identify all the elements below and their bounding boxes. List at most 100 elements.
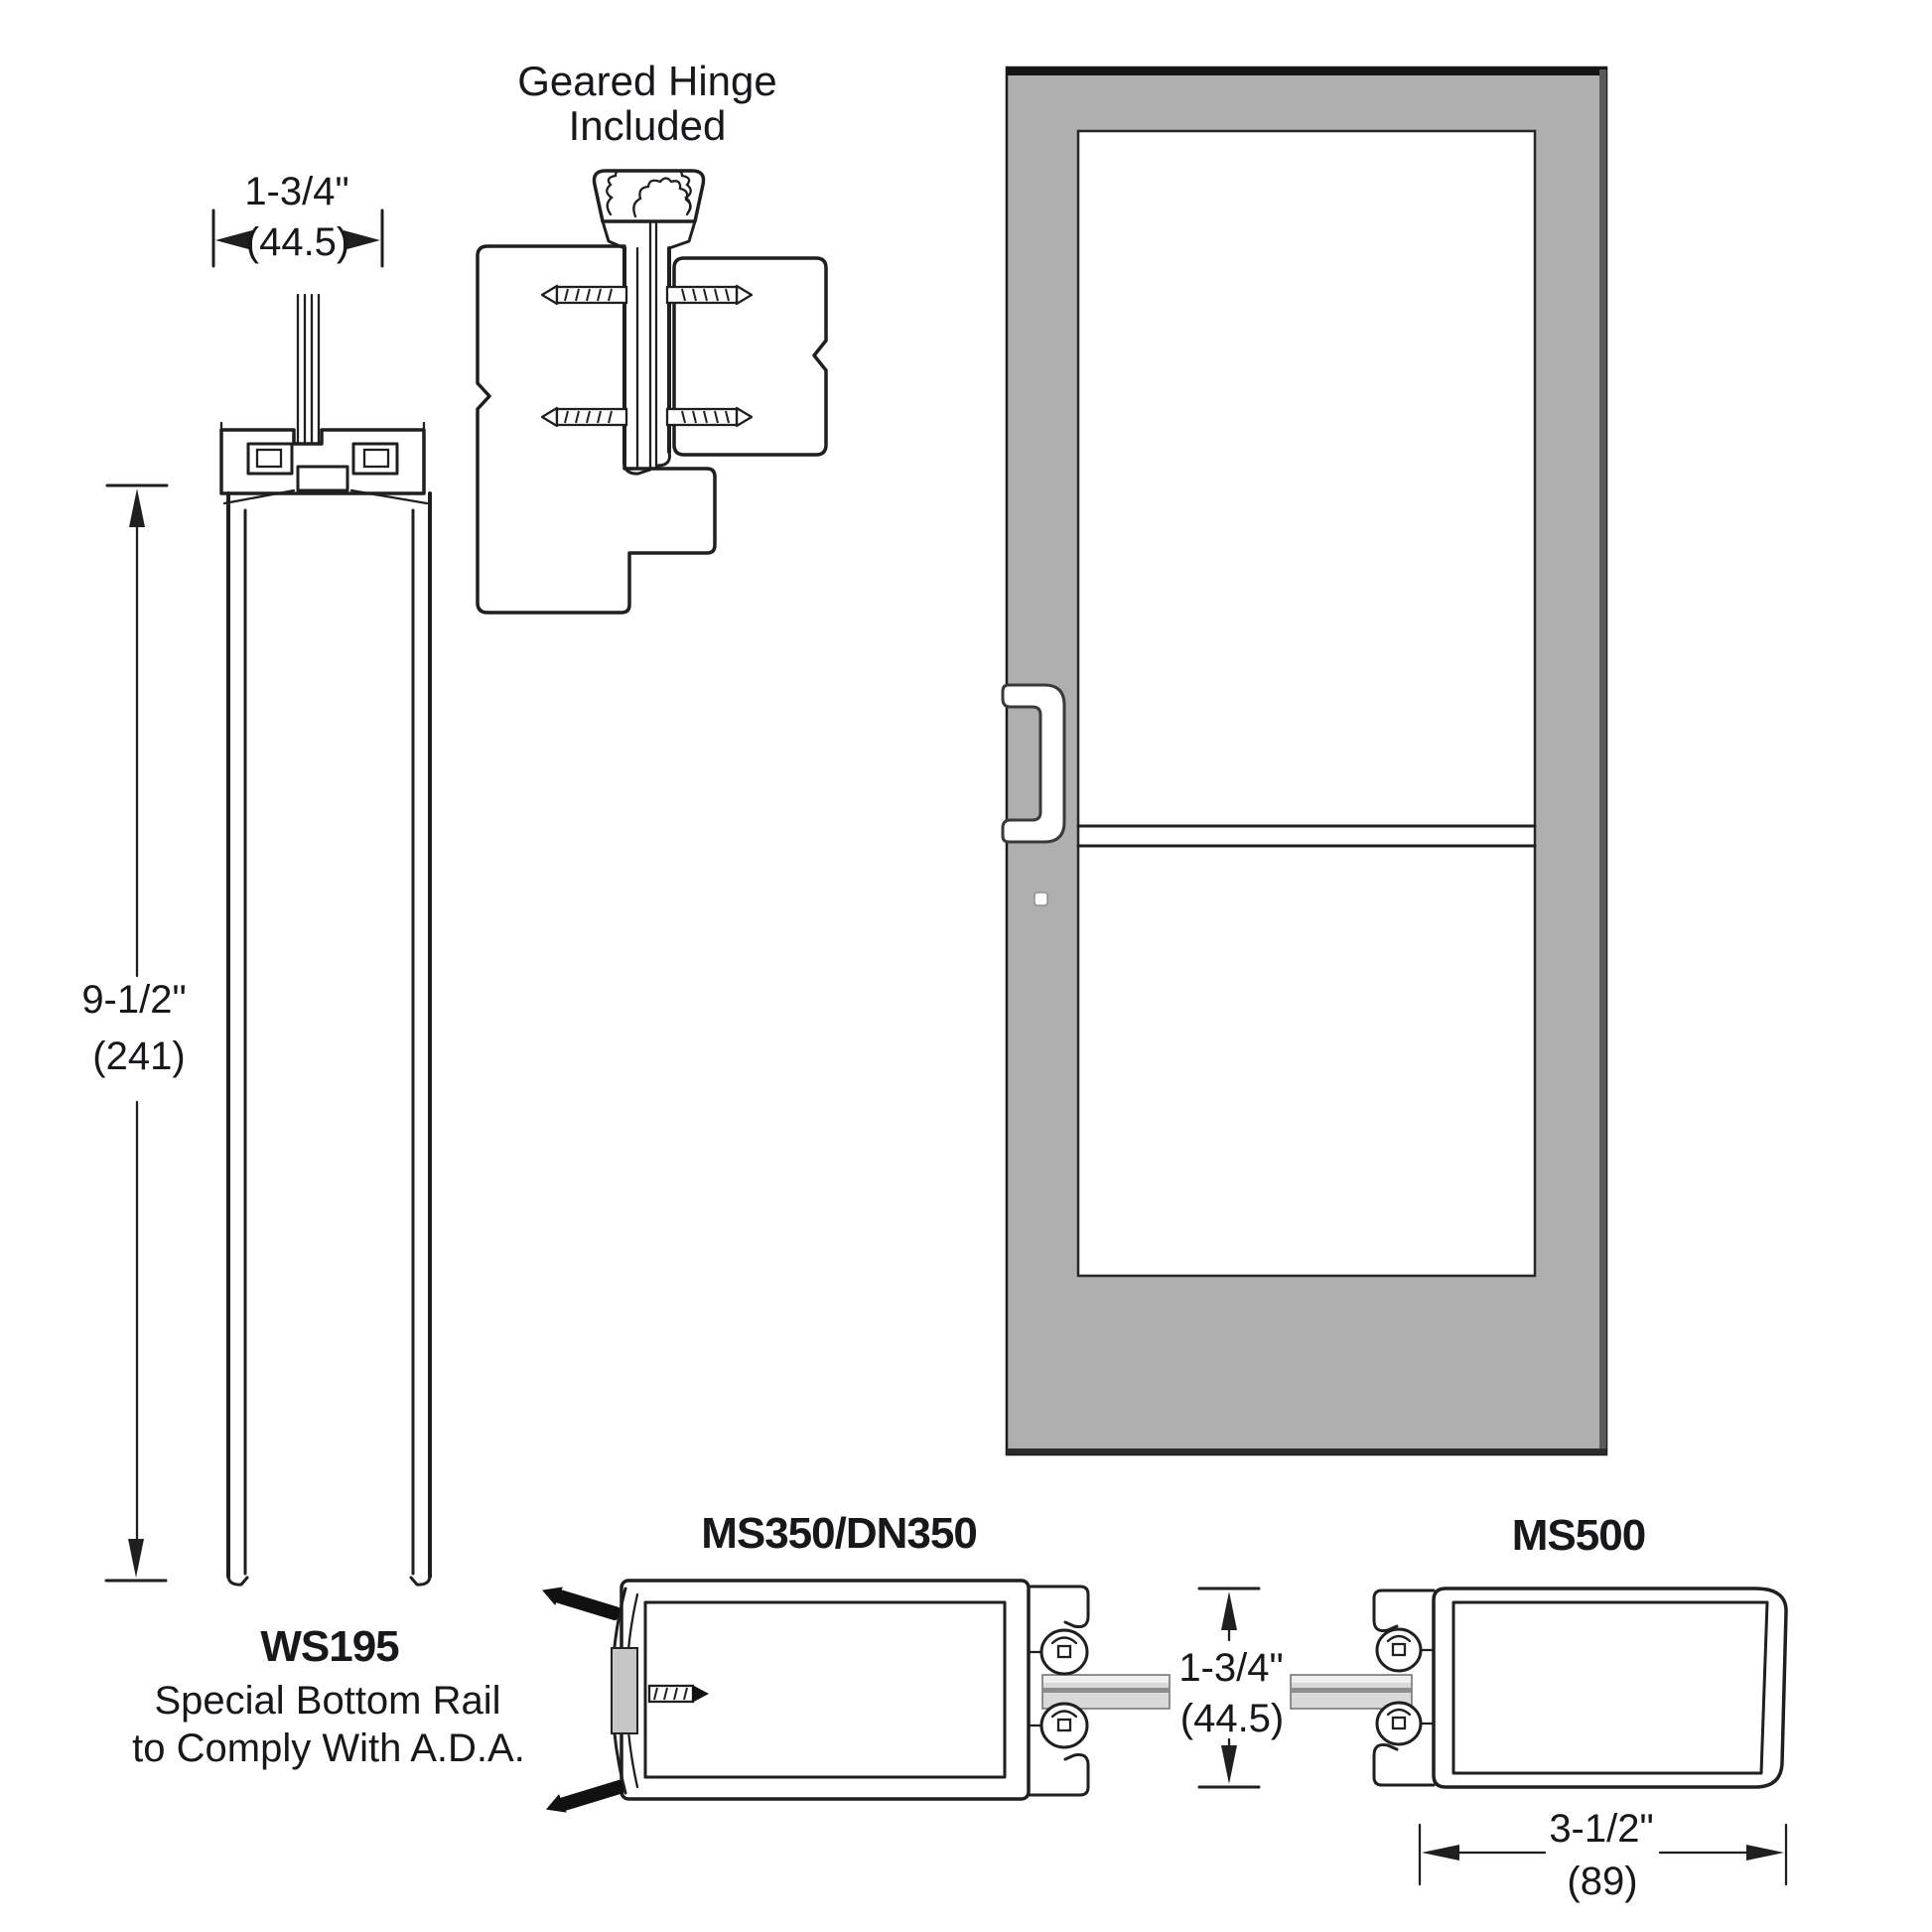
dim-arrow-down xyxy=(128,1539,144,1578)
gasket-detail xyxy=(1050,1710,1078,1719)
interlock-hook-top xyxy=(1372,1588,1436,1632)
door-thickness-dimension: 1-3/4" (44.5) xyxy=(1178,1587,1285,1789)
screw-icon xyxy=(540,406,628,428)
screw-thread xyxy=(663,1687,668,1701)
dim-arrow-left xyxy=(215,230,252,250)
hinge-shoulder xyxy=(667,219,697,250)
door-top-edge xyxy=(1007,68,1606,75)
ws195-width-dimension: 1-3/4" (44.5) xyxy=(211,170,384,268)
ws195-caption: WS195 Special Bottom Rail to Comply With… xyxy=(132,1622,525,1770)
gasket-detail xyxy=(1386,1634,1412,1643)
hinge-caption-line2: Included xyxy=(569,102,727,149)
dim-arrow-right xyxy=(1746,1845,1784,1861)
clamp-detail xyxy=(362,448,390,469)
interlock-hook-bottom xyxy=(1372,1743,1436,1787)
ms500-interlock xyxy=(1372,1588,1436,1787)
hinge-gear-cap xyxy=(592,169,706,223)
part-code: MS500 xyxy=(1512,1511,1645,1560)
hinge-leaf-channels xyxy=(601,183,697,476)
screw-icon xyxy=(542,1587,621,1621)
clamp-detail xyxy=(255,448,283,469)
ms500-width-dimension: 3-1/2" (89) xyxy=(1418,1807,1788,1903)
gear-cap-outline xyxy=(592,169,706,223)
ms350-interlock xyxy=(1027,1585,1090,1797)
ms350-profile-inner-wall xyxy=(643,1600,1007,1779)
dim-label-imperial: 3-1/2" xyxy=(1549,1807,1653,1851)
weatherstrip-highlight xyxy=(1043,1676,1169,1683)
dim-arrow-up xyxy=(1221,1591,1237,1630)
screw-thread xyxy=(653,1687,658,1701)
dim-label-metric: (44.5) xyxy=(1180,1697,1285,1740)
hinge-caption-line1: Geared Hinge xyxy=(517,58,777,104)
dim-label-metric: (44.5) xyxy=(246,220,350,264)
rail-foot-left xyxy=(226,1575,249,1587)
gear-teeth-left xyxy=(606,169,626,216)
ws195-rail-body xyxy=(226,491,432,1587)
screw-thread xyxy=(673,1687,678,1701)
hinge-section: Geared Hinge Included xyxy=(476,58,828,615)
door-bottom-edge xyxy=(1007,1449,1606,1454)
gasket-detail xyxy=(1056,1718,1072,1732)
ms500-profile-outline xyxy=(1432,1587,1788,1789)
ms350-section: MS350/DN350 xyxy=(542,1509,1413,1813)
gear-teeth-center xyxy=(632,177,692,218)
door-mid-rail xyxy=(1076,824,1537,848)
dim-label-metric: (89) xyxy=(1567,1860,1637,1903)
dim-arrow-right xyxy=(344,230,380,250)
gasket-detail xyxy=(1391,1716,1407,1730)
weatherstrip-groove xyxy=(1043,1688,1169,1693)
interlock-hook-top xyxy=(1027,1585,1090,1628)
door-right-edge xyxy=(1599,69,1606,1454)
screw-shaft xyxy=(554,1588,621,1621)
hinge-channel-curl xyxy=(655,450,671,468)
gasket-detail xyxy=(1056,1644,1072,1659)
part-code: MS350/DN350 xyxy=(701,1509,977,1558)
glazing-clamp-left xyxy=(246,442,294,476)
door-pull-handle xyxy=(1001,683,1066,844)
screw-thread xyxy=(683,1687,688,1701)
hinge-shoulder xyxy=(601,219,626,250)
gasket-line xyxy=(349,488,429,505)
dim-arrow-up xyxy=(129,488,145,527)
jamb-block xyxy=(476,244,717,615)
ws195-section: 1-3/4" (44.5) xyxy=(81,170,525,1770)
door-elevation xyxy=(1001,66,1608,1456)
screw-icon xyxy=(540,284,628,306)
dim-label-imperial: 1-3/4" xyxy=(1178,1646,1283,1690)
part-description-line2: to Comply With A.D.A. xyxy=(132,1726,525,1770)
screw-icon xyxy=(665,406,754,428)
part-code: WS195 xyxy=(260,1622,399,1671)
door-glass xyxy=(1076,129,1537,1278)
gasket-detail xyxy=(1386,1708,1412,1717)
glass-edge-lines xyxy=(296,293,321,469)
dim-arrow-down xyxy=(1221,1745,1237,1784)
part-description-line1: Special Bottom Rail xyxy=(154,1679,500,1723)
dim-label-imperial: 1-3/4" xyxy=(244,170,348,213)
ms500-profile-inner-wall xyxy=(1451,1600,1769,1775)
ms500-section: MS500 3-1/2" (89) xyxy=(1372,1511,1788,1903)
screw-tip xyxy=(692,1685,709,1703)
ws195-glazing-pocket xyxy=(219,421,429,505)
gasket-detail xyxy=(1391,1642,1407,1657)
latch-bolt xyxy=(611,1647,638,1734)
rail-foot-right xyxy=(409,1575,432,1587)
gasket-bulb xyxy=(1039,1628,1089,1676)
ws195-height-dimension: 9-1/2" (241) xyxy=(81,483,187,1583)
glazing-clamp-right xyxy=(351,442,399,476)
screw-shaft xyxy=(558,1779,624,1812)
setting-block xyxy=(296,465,349,492)
weatherstrip-highlight xyxy=(1292,1676,1411,1683)
screw-icon xyxy=(545,1779,624,1813)
dim-label-metric: (241) xyxy=(92,1035,185,1078)
dim-arrow-left xyxy=(1422,1845,1459,1861)
screw-icon xyxy=(647,1684,709,1704)
ms350-lock-faceplate xyxy=(542,1587,709,1813)
screw-icon xyxy=(665,284,754,306)
stile-block xyxy=(672,256,828,457)
lock-cylinder xyxy=(1034,892,1048,906)
interlock-hook-bottom xyxy=(1027,1753,1090,1797)
gasket-line xyxy=(222,488,296,505)
weatherstrip-groove xyxy=(1292,1688,1411,1693)
